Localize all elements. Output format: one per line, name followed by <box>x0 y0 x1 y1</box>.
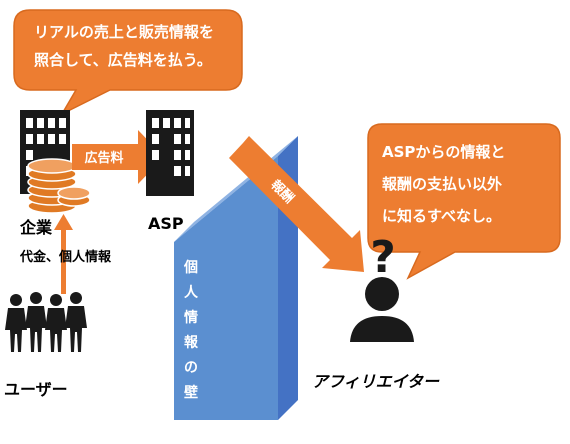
wall-text-panel <box>176 246 206 418</box>
question-mark-icon: ? <box>370 232 396 283</box>
asp-building-icon <box>146 110 194 196</box>
ad-fee-arrow: 広告料 <box>72 130 164 184</box>
right-callout-text: ASPからの情報と 報酬の支払い以外 に知るすべなし。 <box>382 136 505 232</box>
top-callout <box>13 9 243 116</box>
right-callout-line: に知るすべなし。 <box>382 207 501 225</box>
privacy-wall: 個 人 情 報 の 壁 <box>174 136 298 420</box>
wall-char: 報 <box>184 334 199 351</box>
wall-char: の <box>184 360 198 376</box>
right-callout-line: 報酬の支払い以外 <box>382 175 503 193</box>
person-silhouette-icon <box>350 277 414 342</box>
company-label: 企業 <box>20 218 53 237</box>
right-callout <box>367 123 561 280</box>
top-callout-line: リアルの売上と販売情報を <box>34 23 214 41</box>
top-callout-text: リアルの売上と販売情報を 照合して、広告料を払う。 <box>34 18 214 74</box>
wall-char: 個 <box>183 259 198 276</box>
right-callout-line: ASPからの情報と <box>382 143 506 161</box>
reward-arrow: 報酬 <box>229 136 364 272</box>
ad-fee-arrow-label: 広告料 <box>84 150 123 166</box>
top-callout-line: 照合して、広告料を払う。 <box>34 51 212 69</box>
asp-label: ASP <box>148 214 184 233</box>
user-label: ユーザー <box>4 380 68 399</box>
payment-info-label: 代金、個人情報 <box>20 250 112 265</box>
wall-char: 情 <box>184 309 198 326</box>
wall-char: 壁 <box>184 384 198 401</box>
payment-arrow <box>54 214 73 294</box>
wall-char: 人 <box>184 284 199 301</box>
people-group-icon <box>5 292 87 352</box>
coin-stack-icon <box>27 158 91 214</box>
affiliate-label: アフィリエイター <box>312 372 440 391</box>
